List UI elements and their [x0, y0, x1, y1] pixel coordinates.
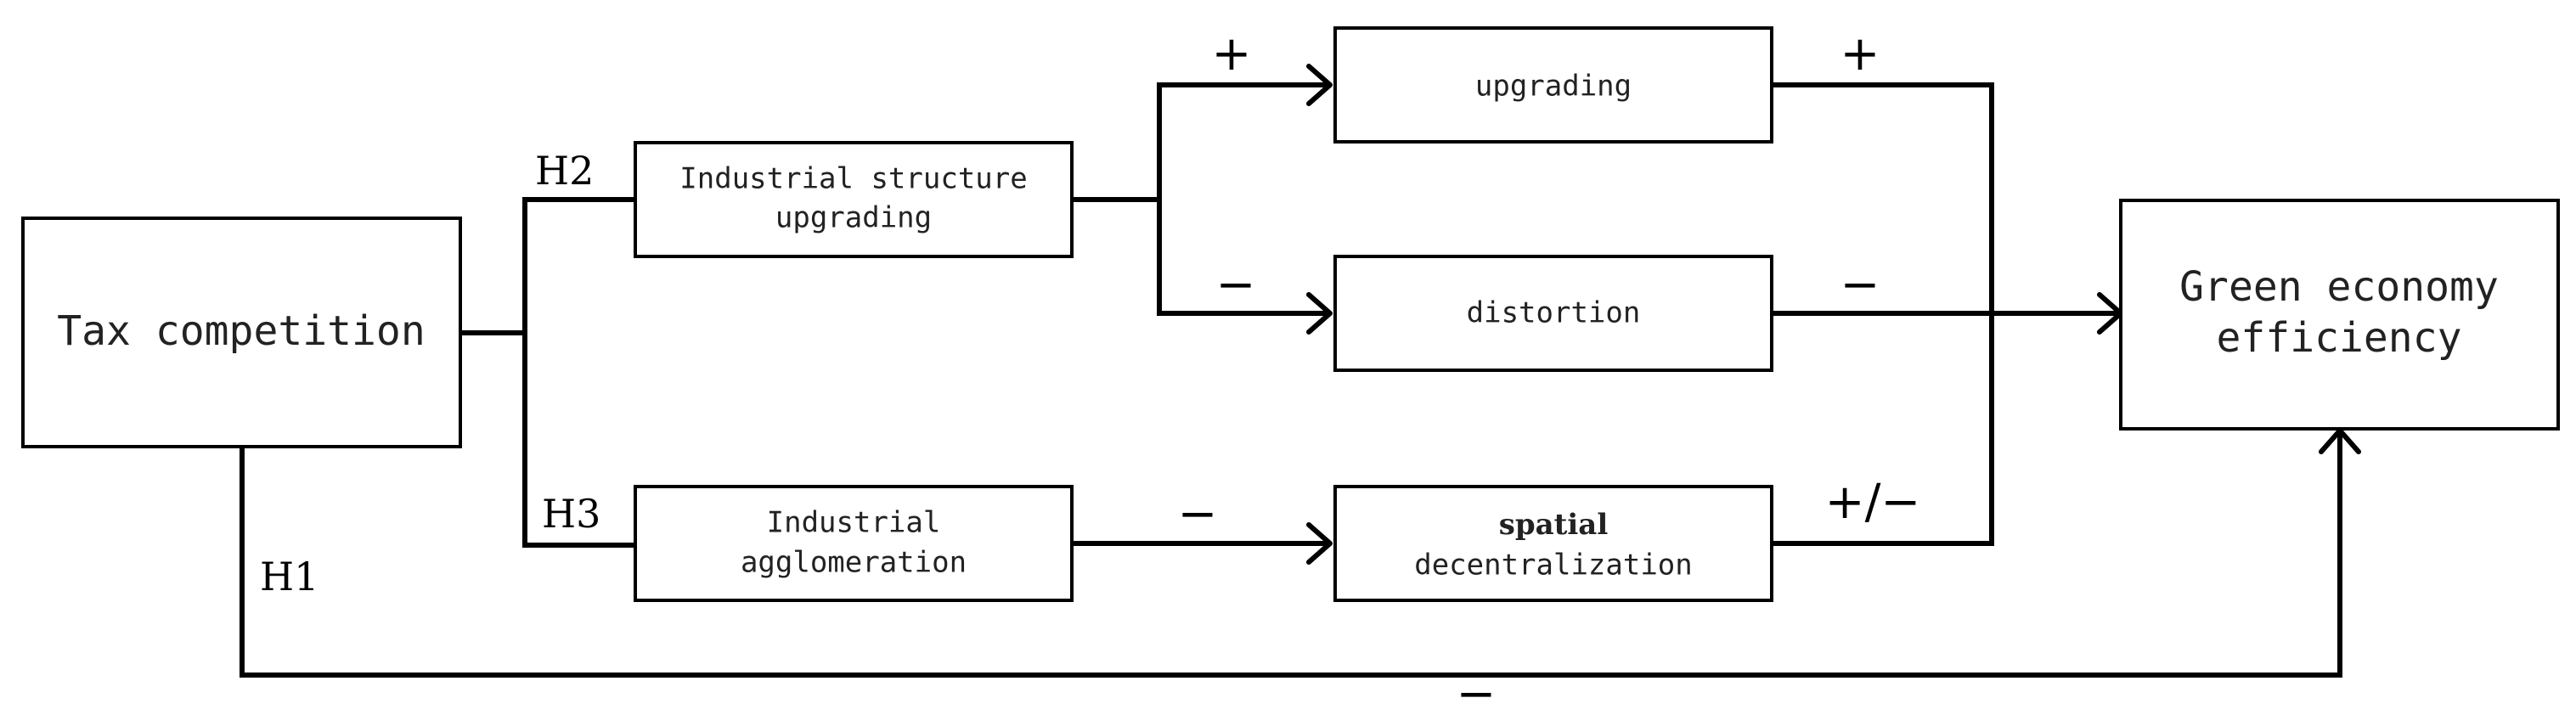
- label-tax-competition: Tax competition: [57, 307, 425, 355]
- arrow-direct-h1: [240, 432, 2342, 678]
- label-upgrading: upgrading: [1475, 70, 1632, 104]
- box-industrial-structure-upgrading: [634, 141, 1074, 258]
- sign-spatial-out: +/−: [1825, 475, 1921, 530]
- sign-distortion-out: −: [1840, 257, 1880, 312]
- label-h3: H3: [542, 491, 600, 537]
- label-distortion: distortion: [1467, 296, 1641, 330]
- label-spatial-line1: spatial: [1499, 508, 1609, 542]
- box-upgrading: [1333, 26, 1773, 144]
- box-spatial-decentralization: [1333, 485, 1773, 602]
- label-gee-line1: Green economy: [2179, 263, 2499, 311]
- label-h2: H2: [535, 148, 594, 194]
- sign-to-distortion: −: [1216, 257, 1256, 312]
- sign-agglomeration-to-spatial: −: [1178, 487, 1218, 542]
- label-h1: H1: [260, 554, 318, 599]
- box-industrial-agglomeration: [634, 485, 1074, 602]
- label-gee-line2: efficiency: [2217, 314, 2462, 362]
- box-distortion: [1333, 255, 1773, 372]
- box-tax-competition: [21, 217, 462, 448]
- sign-direct-h1: −: [1457, 667, 1497, 722]
- arrowhead-distortion: [1306, 292, 1333, 335]
- label-agglomeration-line2: agglomeration: [741, 546, 967, 580]
- label-isu-line1: Industrial structure: [679, 162, 1027, 196]
- sign-to-upgrading: +: [1212, 26, 1252, 82]
- arrowhead-spatial: [1306, 522, 1333, 565]
- label-isu-line2: upgrading: [775, 201, 932, 235]
- arrowhead-upgrading: [1306, 64, 1333, 106]
- sign-upgrading-out: +: [1840, 26, 1880, 82]
- label-spatial-line2: decentralization: [1414, 549, 1693, 582]
- label-agglomeration-line1: Industrial: [767, 506, 941, 540]
- box-green-economy-efficiency: [2119, 199, 2560, 431]
